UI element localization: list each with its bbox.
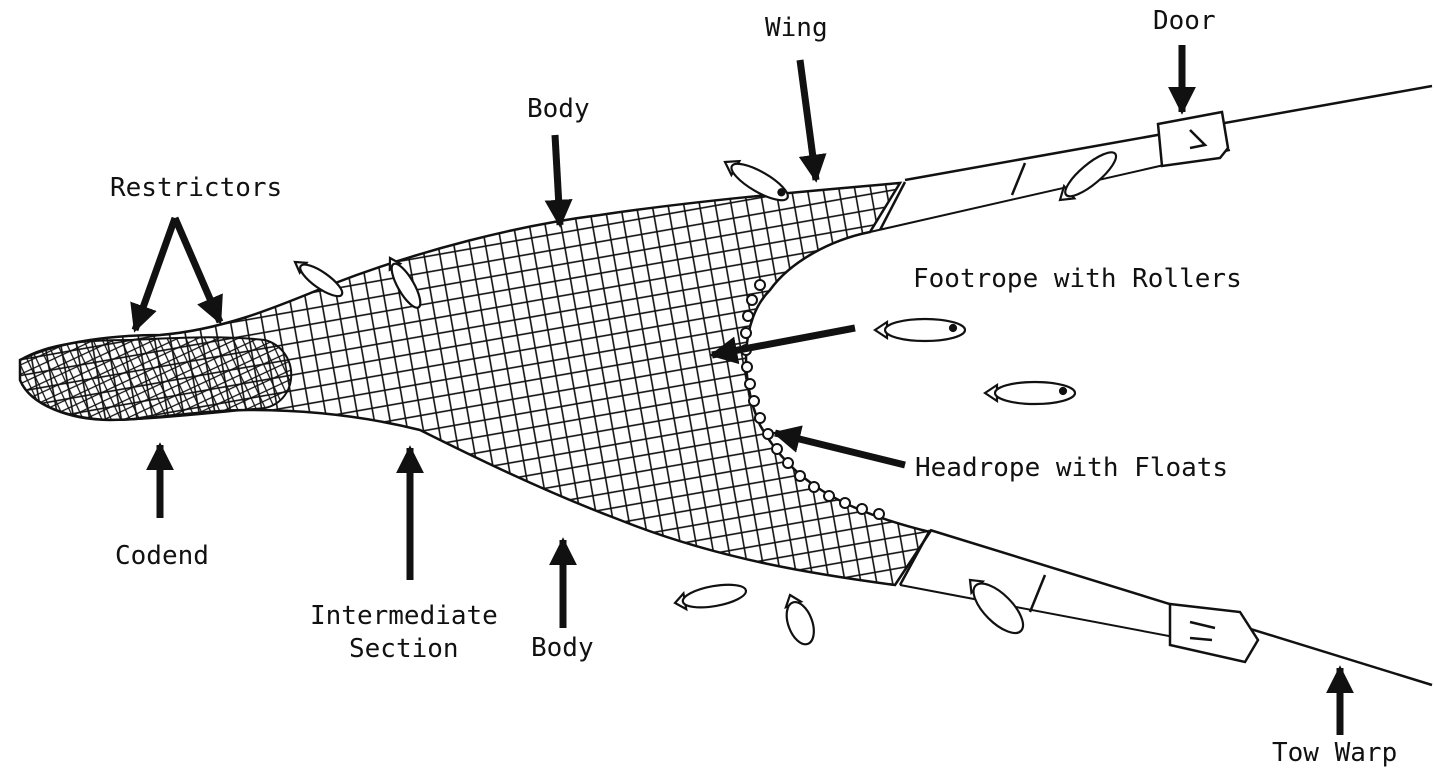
- label-intermediate-line2: Section: [349, 636, 459, 662]
- trawl-door-icon: [1158, 112, 1258, 662]
- label-footrope: Footrope with Rollers: [913, 266, 1242, 292]
- label-door: Door: [1153, 8, 1216, 34]
- label-body-bottom: Body: [531, 635, 594, 661]
- label-body-top: Body: [527, 96, 590, 122]
- tow-warp-cables: [870, 86, 1432, 685]
- label-wing: Wing: [765, 15, 828, 41]
- label-intermediate-line1: Intermediate: [310, 603, 498, 629]
- label-codend: Codend: [115, 543, 209, 569]
- label-restrictors: Restrictors: [110, 175, 282, 201]
- label-tow-warp: Tow Warp: [1272, 740, 1397, 766]
- label-headrope: Headrope with Floats: [915, 455, 1228, 481]
- net-mesh: [20, 183, 930, 585]
